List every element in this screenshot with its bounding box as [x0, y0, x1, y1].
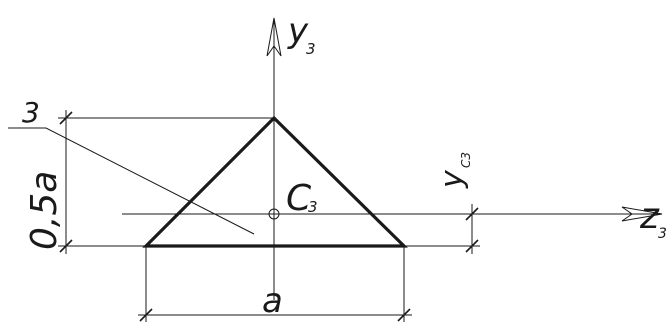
y-axis-arrow-icon — [266, 17, 282, 57]
centroid-subscript: 3 — [308, 198, 318, 216]
offset-dimension-subscript: C3 — [459, 152, 473, 168]
height-tick-bottom — [59, 239, 73, 253]
offset-dimension-label: y — [435, 169, 470, 189]
z-axis-label: z — [639, 196, 660, 237]
base-tick-left — [139, 308, 153, 322]
height-dimension-label: 0,5a — [24, 171, 65, 250]
centroid-marker — [268, 208, 280, 220]
y-axis-label: y — [287, 11, 309, 51]
centroid-label: C — [286, 178, 312, 219]
base-dimension-label: a — [262, 281, 283, 321]
offset-tick-bottom — [465, 239, 479, 253]
base-tick-right — [397, 308, 411, 322]
offset-tick-top — [465, 207, 479, 221]
triangle-outline — [142, 115, 408, 248]
z-axis-subscript: 3 — [658, 226, 666, 242]
part-number-label: 3 — [22, 96, 40, 129]
z-axis-arrow-icon — [621, 206, 663, 222]
part-leader-line — [8, 127, 255, 235]
y-axis-subscript: 3 — [306, 40, 316, 58]
height-tick-top — [59, 111, 73, 125]
